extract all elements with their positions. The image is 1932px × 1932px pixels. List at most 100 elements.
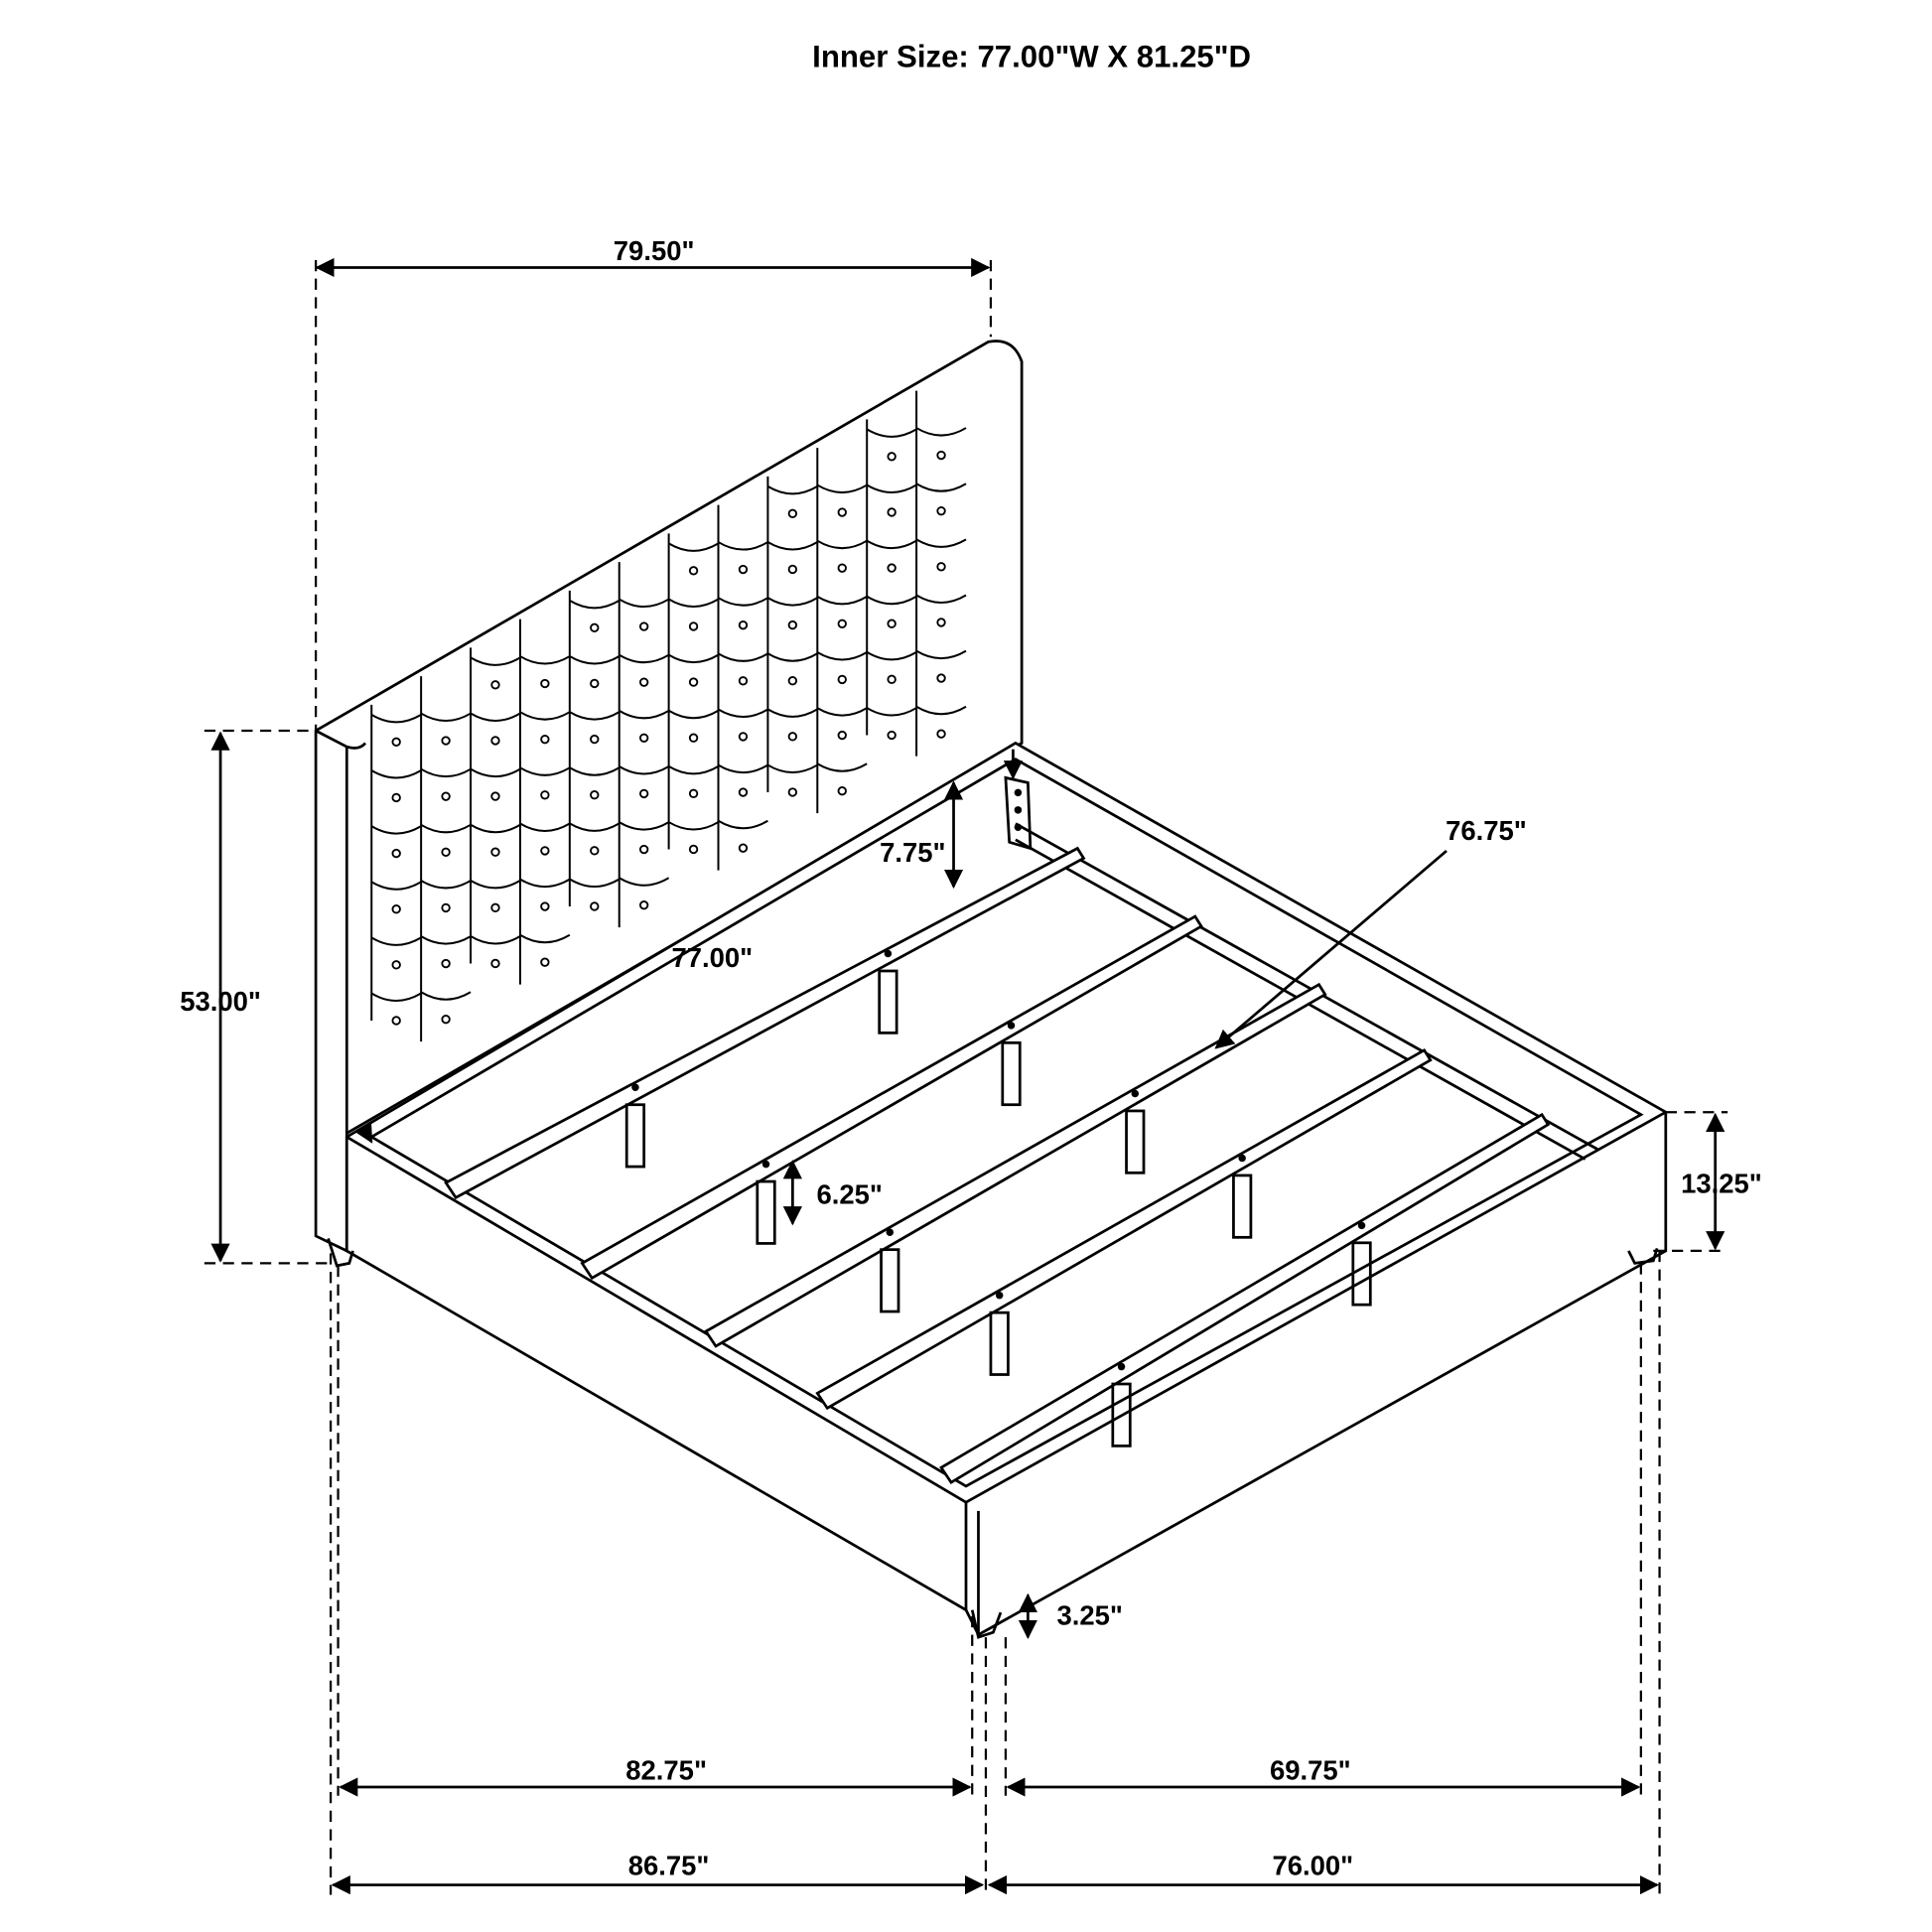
tuft-button	[391, 792, 401, 803]
tuft-button	[887, 619, 897, 628]
tuft-button	[540, 957, 550, 967]
tuft-button	[837, 674, 847, 685]
slat	[444, 846, 1086, 1200]
tuft-button	[638, 621, 649, 631]
tuft-button	[638, 733, 649, 743]
tuft-button	[688, 677, 699, 687]
tuft-button	[540, 678, 550, 689]
tuft-button	[391, 904, 401, 914]
label-inner-width-bottom: 69.75"	[1270, 1755, 1351, 1786]
label-inner-diagonal: 76.75"	[1446, 815, 1527, 846]
tuft-button	[936, 505, 946, 516]
tuft-button	[887, 730, 897, 741]
tuft-button	[391, 1016, 401, 1026]
tuft-button	[540, 846, 550, 856]
tuft-button	[540, 734, 550, 745]
label-slat-leg: 6.25"	[817, 1179, 883, 1210]
tuft-button	[787, 676, 798, 686]
slat-leg	[624, 1103, 646, 1169]
tuft-button	[441, 1014, 451, 1025]
slat-leg	[878, 969, 898, 1035]
tuft-button	[638, 900, 649, 910]
tuft-button	[590, 622, 600, 632]
slat-leg	[1232, 1173, 1253, 1239]
tuft-button	[590, 901, 600, 911]
diagram-title: Inner Size: 77.00"W X 81.25"D	[812, 39, 1251, 73]
tuft-button	[887, 507, 897, 517]
tuft-button	[837, 563, 847, 573]
tuft-button	[738, 787, 749, 797]
tuft-button	[540, 790, 550, 800]
dimension-lines	[204, 257, 1728, 1895]
tuft-button	[738, 620, 749, 630]
tuft-button	[490, 847, 500, 857]
tuft-button	[490, 958, 500, 969]
tuft-button	[490, 902, 500, 913]
tuft-button	[441, 736, 451, 746]
tuft-button	[638, 677, 649, 687]
tuft-button	[887, 563, 897, 573]
slat-leg	[756, 1179, 776, 1245]
tuft-button	[638, 844, 649, 855]
tuft-button	[490, 680, 500, 690]
tuft-button	[936, 729, 946, 739]
tuft-button	[787, 732, 798, 742]
tuft-button	[837, 730, 847, 741]
tuft-button	[688, 733, 699, 743]
tuft-button	[441, 958, 451, 969]
label-leg-height: 3.25"	[1057, 1600, 1123, 1631]
slat-leg	[1125, 1109, 1146, 1174]
tuft-button	[738, 732, 749, 742]
tuft-button	[441, 791, 451, 801]
label-headboard-height: 53.00"	[180, 986, 261, 1017]
headboard-tufting	[370, 390, 967, 1042]
slat-leg	[1001, 1040, 1022, 1107]
tuft-button	[936, 618, 946, 627]
tuft-button	[837, 786, 847, 796]
slat	[704, 982, 1327, 1348]
label-inner-length: 82.75"	[625, 1755, 707, 1786]
tuft-button	[688, 566, 699, 576]
tuft-button	[738, 843, 749, 853]
tuft-button	[638, 788, 649, 799]
tuft-button	[490, 736, 500, 746]
tuft-button	[787, 564, 798, 575]
slat	[580, 914, 1203, 1281]
label-rail-height: 13.25"	[1681, 1168, 1762, 1198]
slat	[939, 1112, 1551, 1485]
slat-leg	[1111, 1382, 1132, 1448]
tuft-button	[688, 788, 699, 799]
tuft-button	[936, 562, 946, 572]
tuft-button	[887, 674, 897, 685]
slat-leg	[1351, 1241, 1372, 1307]
tuft-button	[590, 790, 600, 800]
tuft-button	[936, 673, 946, 683]
tuft-button	[837, 619, 847, 628]
tuft-button	[590, 846, 600, 856]
tuft-button	[391, 960, 401, 970]
tuft-button	[441, 847, 451, 857]
slat	[815, 1047, 1433, 1411]
tuft-button	[837, 507, 847, 517]
tuft-button	[490, 791, 500, 801]
dimension-labels: 79.50" 53.00" 77.00" 7.75" 76.75" 6.25" …	[180, 235, 1762, 1881]
tuft-button	[391, 848, 401, 859]
tuft-button	[787, 508, 798, 518]
label-overall-width: 76.00"	[1272, 1851, 1353, 1881]
tuft-button	[688, 844, 699, 855]
slats	[444, 846, 1551, 1485]
slat-leg	[880, 1248, 900, 1313]
tuft-button	[688, 621, 699, 631]
tuft-button	[391, 737, 401, 747]
tuft-button	[787, 620, 798, 630]
tuft-button	[738, 564, 749, 575]
label-overall-length: 86.75"	[628, 1851, 710, 1881]
tuft-button	[936, 450, 946, 461]
slat-leg	[989, 1311, 1010, 1376]
tuft-button	[441, 902, 451, 913]
label-inner-width: 77.00"	[671, 942, 753, 973]
tuft-button	[738, 676, 749, 686]
tuft-button	[590, 734, 600, 745]
tuft-button	[887, 452, 897, 462]
